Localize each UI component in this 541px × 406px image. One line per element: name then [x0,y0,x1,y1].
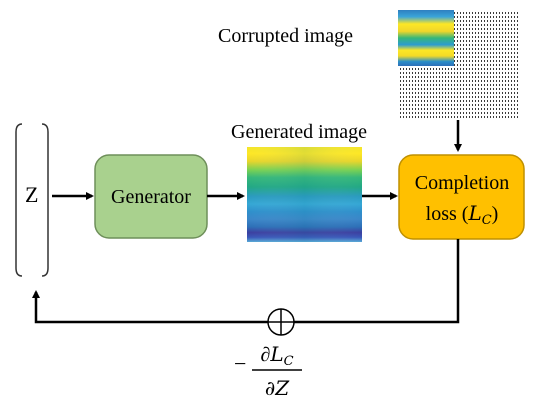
gradient-partial: ∂ [260,344,270,366]
completion-loss-prefix: loss ( [426,203,469,225]
gradient-sign: − [234,351,246,376]
corrupted-image [398,10,518,120]
completion-loss-box [398,154,525,240]
generated-image [247,147,362,242]
gradient-denominator: ∂Z [265,376,290,400]
generator-label: Generator [111,186,191,208]
completion-loss-line2: loss (LC) [426,201,499,228]
latent-z-label: Z [25,182,38,207]
completion-loss-symbol: L [467,201,481,225]
sum-operator-icon [267,308,295,336]
gradient-numerator: ∂LC [260,342,293,369]
gradient-numerator-subscript: C [284,354,294,369]
completion-loss-line1: Completion [415,172,509,194]
gradient-numerator-symbol: L [269,342,283,366]
gradient-expression: − ∂LC ∂Z [234,342,302,400]
generated-image-label: Generated image [231,121,367,143]
completion-loss-subscript: C [482,213,492,228]
latent-z-bracket [15,123,49,277]
corrupted-image-label: Corrupted image [218,25,353,47]
completion-loss-suffix: ) [492,203,499,225]
feedback-arrow [32,239,460,324]
